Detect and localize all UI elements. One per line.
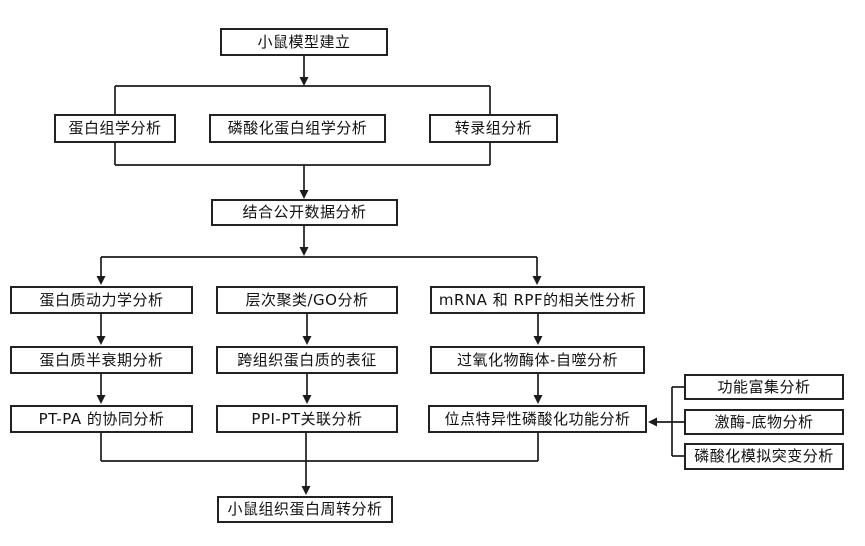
node-public-data-analysis: 结合公开数据分析 [211,199,398,226]
connector-row4-to-row5 [96,374,543,404]
connector-model-to-omics [299,56,309,86]
connector-bracket-to-sitespecific [648,386,685,457]
node-phosphoproteomics: 磷酸化蛋白组学分析 [209,114,386,143]
node-proteomics: 蛋白组学分析 [54,114,176,143]
node-functional-enrichment: 功能富集分析 [684,374,844,400]
node-ppi-pt-association: PPI-PT关联分析 [216,405,398,433]
connector-row3-to-row4 [96,314,543,345]
node-peroxisome-autophagy: 过氧化物酶体-自噬分析 [430,346,645,374]
node-mouse-model: 小鼠模型建立 [220,28,388,56]
node-kinase-substrate: 激酶-底物分析 [684,409,844,435]
node-clustering-go: 层次聚类/GO分析 [216,286,398,314]
node-transcriptomics: 转录组分析 [429,114,558,143]
node-protein-dynamics: 蛋白质动力学分析 [10,286,193,314]
node-phosphomimetic-mutation: 磷酸化模拟突变分析 [684,443,844,470]
node-cross-tissue-characterization: 跨组织蛋白质的表征 [216,346,398,374]
node-site-specific-phospho: 位点特异性磷酸化功能分析 [428,405,647,433]
node-protein-half-life: 蛋白质半衰期分析 [10,346,193,374]
connector-omics-to-publicdata [299,165,309,199]
connector-publicdata-to-branch [96,226,542,285]
node-protein-turnover: 小鼠组织蛋白周转分析 [217,496,393,523]
node-mrna-rpf-correlation: mRNA 和 RPF的相关性分析 [430,286,645,314]
connector-row5-to-turnover [100,433,539,495]
node-pt-pa-synergy: PT-PA 的协同分析 [10,405,193,433]
